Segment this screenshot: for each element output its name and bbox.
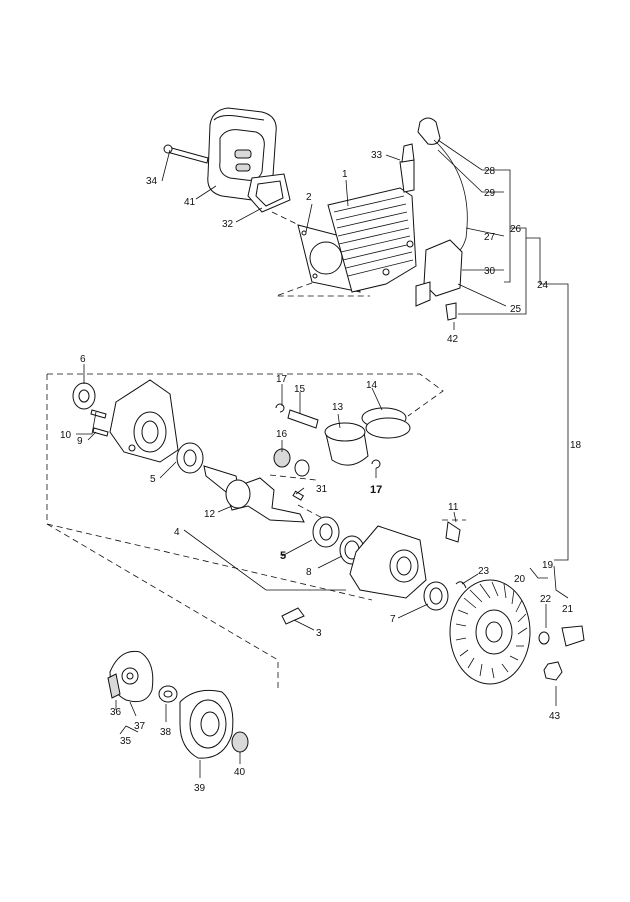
label-18: 18: [570, 440, 582, 451]
label-41: 41: [184, 197, 196, 208]
label-35: 35: [120, 736, 132, 747]
bolt-11: [445, 521, 461, 543]
muffler-bolt: [166, 146, 209, 164]
label-21: 21: [562, 604, 574, 615]
cylinder-assembly: [297, 187, 417, 293]
label-1: 1: [342, 169, 348, 180]
label-2: 2: [306, 192, 312, 203]
label-16: 16: [276, 429, 288, 440]
ignition-assembly: [399, 117, 468, 321]
muffler-assembly: [163, 107, 291, 213]
spring-22: [538, 631, 550, 645]
needle-bearing-16-side: [294, 459, 310, 477]
label-17-top: 17: [276, 374, 288, 385]
label-28: 28: [484, 166, 496, 177]
needle-bearing-40: [231, 731, 249, 753]
label-40: 40: [234, 767, 246, 778]
ignition-wire: [433, 139, 468, 257]
label-13: 13: [332, 402, 344, 413]
label-32: 32: [222, 219, 234, 230]
assembly-dashed-lines: [46, 211, 481, 690]
label-26: 26: [510, 224, 522, 235]
label-36: 36: [110, 707, 122, 718]
piston-pin: [287, 409, 319, 429]
coil-screw: [445, 302, 457, 321]
label-12: 12: [204, 509, 216, 520]
plug-cap: [417, 117, 441, 145]
label-29: 29: [484, 188, 496, 199]
dowel-pin-9: [92, 427, 109, 437]
crankshaft-assembly: [176, 442, 340, 548]
label-23: 23: [478, 566, 490, 577]
woodruff-key-23: [455, 581, 467, 589]
starter-pawl-21: [561, 625, 585, 647]
crankcase-left: [72, 379, 179, 463]
leader-lines: [76, 139, 569, 778]
label-15: 15: [294, 384, 306, 395]
label-17-bold: 17: [370, 484, 382, 496]
key-31: [292, 490, 305, 501]
flywheel-nut-43: [543, 661, 563, 681]
label-39: 39: [194, 783, 206, 794]
label-4: 4: [174, 527, 180, 538]
crankcase-right: [281, 521, 461, 625]
label-22: 22: [540, 594, 552, 605]
label-24: 24: [537, 280, 549, 291]
label-27: 27: [484, 232, 496, 243]
label-8: 8: [306, 567, 312, 578]
piston-clip-17-bottom: [371, 459, 381, 469]
label-31: 31: [316, 484, 328, 495]
label-42: 42: [447, 334, 459, 345]
label-34: 34: [146, 176, 158, 187]
label-9: 9: [77, 436, 83, 447]
piston-ring-14b: [365, 417, 411, 439]
label-14: 14: [366, 380, 378, 391]
label-19: 19: [542, 560, 554, 571]
spark-plug: [399, 159, 415, 193]
label-30: 30: [484, 266, 496, 277]
label-38: 38: [160, 727, 172, 738]
label-5-left: 5: [150, 474, 156, 485]
label-20: 20: [514, 574, 526, 585]
piston-clip-17-top: [275, 403, 285, 413]
cylinder-body: [327, 187, 417, 293]
label-10: 10: [60, 430, 72, 441]
label-25: 25: [510, 304, 522, 315]
label-7: 7: [390, 614, 396, 625]
bolt-3: [281, 607, 305, 625]
part-number-labels: 1 2 33 34 41 32 28 29 26 27 30 24 25 42 …: [60, 150, 582, 794]
clutch-assembly: [107, 650, 249, 759]
crankshaft: [203, 465, 305, 523]
label-33: 33: [371, 150, 383, 161]
label-37: 37: [134, 721, 146, 732]
flywheel-assembly: [449, 579, 585, 685]
label-11: 11: [448, 502, 459, 513]
label-5-bold: 5: [280, 550, 286, 562]
dowel-pin-10: [90, 409, 107, 419]
label-6: 6: [80, 354, 86, 365]
label-43: 43: [549, 711, 561, 722]
piston-assembly: [275, 403, 411, 477]
label-3: 3: [316, 628, 322, 639]
